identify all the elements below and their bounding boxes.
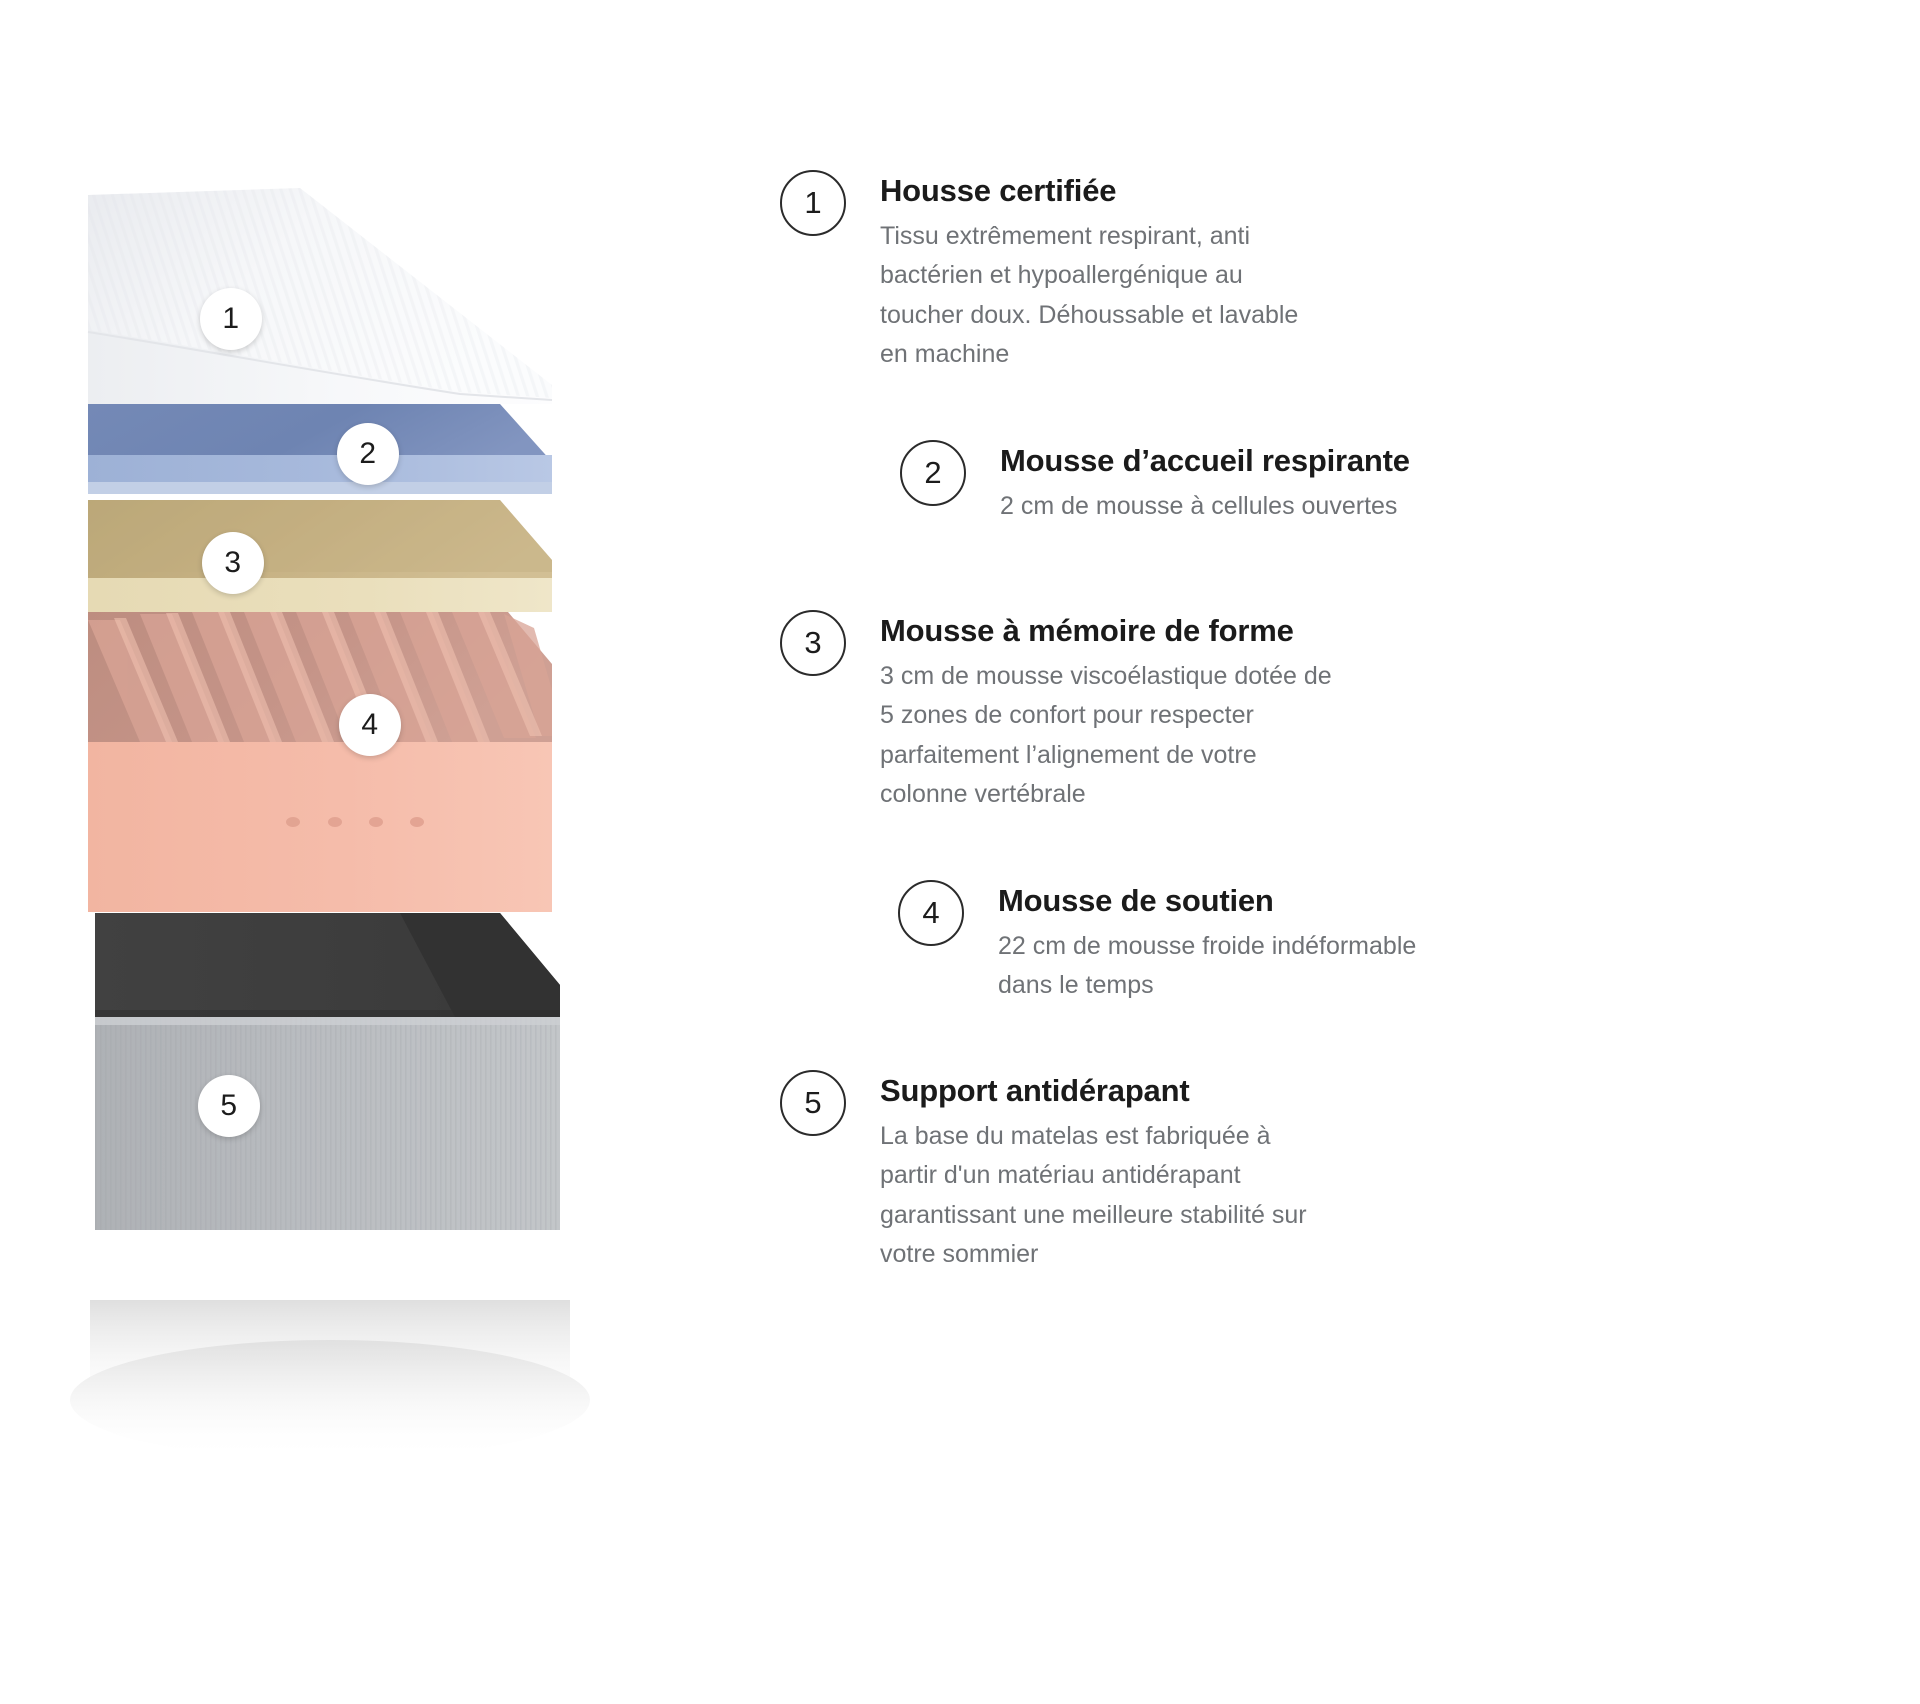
feature-title-1: Housse certifiée <box>880 173 1117 208</box>
feature-body-2: Mousse d’accueil respirante 2 cm de mous… <box>1000 440 1410 526</box>
feature-item-2: 2 Mousse d’accueil respirante 2 cm de mo… <box>900 440 1410 526</box>
layer-badge-4: 4 <box>339 694 401 756</box>
feature-description-2: 2 cm de mousse à cellules ouvertes <box>1000 491 1398 520</box>
layer-5-nonslip-base <box>95 1017 560 1230</box>
feature-number-5: 5 <box>780 1070 846 1136</box>
layer-badge-2: 2 <box>337 423 399 485</box>
layer-5-dark-block <box>95 913 560 1017</box>
feature-description-5: La base du matelas est fabriquée à parti… <box>880 1121 1307 1269</box>
feature-number-1: 1 <box>780 170 846 236</box>
feature-body-3: Mousse à mémoire de forme 3 cm de mousse… <box>880 610 1332 815</box>
mattress-illustration: 1 2 3 4 5 <box>0 0 780 1704</box>
feature-item-5: 5 Support antidérapant La base du matela… <box>780 1070 1307 1275</box>
feature-number-4: 4 <box>898 880 964 946</box>
layer-3-memory-foam <box>88 500 552 612</box>
layer-badge-1: 1 <box>200 288 262 350</box>
layer-2-comfort-foam <box>88 404 552 494</box>
feature-body-4: Mousse de soutien 22 cm de mousse froide… <box>998 880 1416 1006</box>
feature-title-4: Mousse de soutien <box>998 883 1274 918</box>
feature-body-1: Housse certifiée Tissu extrêmement respi… <box>880 170 1298 375</box>
vent-holes <box>286 817 424 827</box>
feature-title-5: Support antidérapant <box>880 1073 1190 1108</box>
feature-number-3: 3 <box>780 610 846 676</box>
base-shadow <box>90 1300 570 1420</box>
feature-title-2: Mousse d’accueil respirante <box>1000 443 1410 478</box>
feature-title-3: Mousse à mémoire de forme <box>880 613 1294 648</box>
feature-number-2: 2 <box>900 440 966 506</box>
feature-description-4: 22 cm de mousse froide indéformable dans… <box>998 931 1417 1000</box>
feature-item-1: 1 Housse certifiée Tissu extrêmement res… <box>780 170 1298 375</box>
feature-description-3: 3 cm de mousse viscoélastique dotée de 5… <box>880 661 1332 809</box>
mattress-exploded-svg <box>70 188 590 1460</box>
layer-1-cover <box>87 188 553 404</box>
feature-item-3: 3 Mousse à mémoire de forme 3 cm de mous… <box>780 610 1332 815</box>
feature-list: 1 Housse certifiée Tissu extrêmement res… <box>780 0 1920 1704</box>
feature-item-4: 4 Mousse de soutien 22 cm de mousse froi… <box>898 880 1416 1006</box>
feature-body-5: Support antidérapant La base du matelas … <box>880 1070 1307 1275</box>
layer-badge-5: 5 <box>198 1075 260 1137</box>
layer-badge-3: 3 <box>202 532 264 594</box>
feature-description-1: Tissu extrêmement respirant, anti bactér… <box>880 221 1299 369</box>
layer-4-support-foam <box>88 612 552 912</box>
